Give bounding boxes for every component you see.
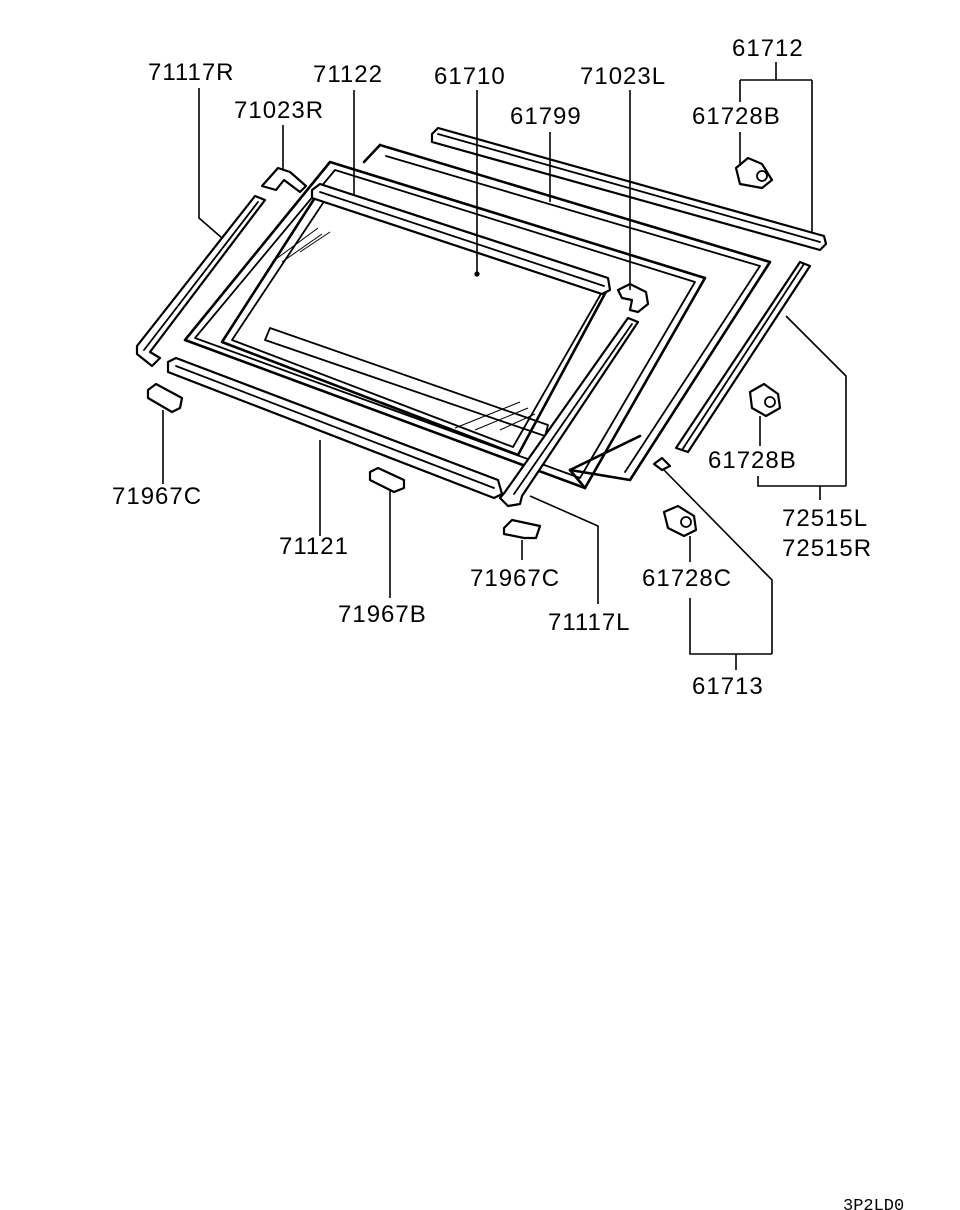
leader-lines <box>162 62 847 670</box>
side-molding-71117R <box>135 194 267 368</box>
clip-61728B-top <box>734 156 774 190</box>
label-72515L: 72515L <box>782 505 868 532</box>
label-61712: 61712 <box>732 35 804 62</box>
clip-61728B-right <box>748 382 782 418</box>
spacer-71967C-left <box>146 382 184 414</box>
top-weatherstrip-71122 <box>310 182 612 296</box>
bottom-molding-71121 <box>166 356 504 500</box>
side-molding-71117L <box>498 316 640 508</box>
spacer-71967B <box>368 466 406 494</box>
label-71122: 71122 <box>313 61 383 88</box>
label-61728B-top: 61728B <box>692 103 781 130</box>
label-71023L: 71023L <box>580 63 666 90</box>
corner-piece-71023R <box>260 166 308 194</box>
outer-molding-frame <box>362 143 772 490</box>
label-71023R: 71023R <box>234 97 324 124</box>
label-61728C: 61728C <box>642 565 732 592</box>
label-61728B-right: 61728B <box>708 447 797 474</box>
frame-end-clip <box>652 456 672 472</box>
side-molding-72515 <box>674 260 812 454</box>
spacer-71967C-mid <box>502 518 542 540</box>
top-molding-61712 <box>430 126 828 252</box>
label-61799: 61799 <box>510 103 582 130</box>
label-71121: 71121 <box>279 533 349 560</box>
label-61713: 61713 <box>692 673 764 700</box>
clip-61728C <box>662 504 698 538</box>
label-71967C-mid: 71967C <box>470 565 560 592</box>
label-71117R: 71117R <box>148 59 235 86</box>
label-72515R: 72515R <box>782 535 872 562</box>
label-71967C-left: 71967C <box>112 483 202 510</box>
label-71117L: 71117L <box>548 609 631 636</box>
label-71967B: 71967B <box>338 601 427 628</box>
label-61710: 61710 <box>434 63 506 90</box>
corner-piece-71023L <box>616 282 650 314</box>
figure-code: 3P2LD0 <box>843 1197 904 1210</box>
